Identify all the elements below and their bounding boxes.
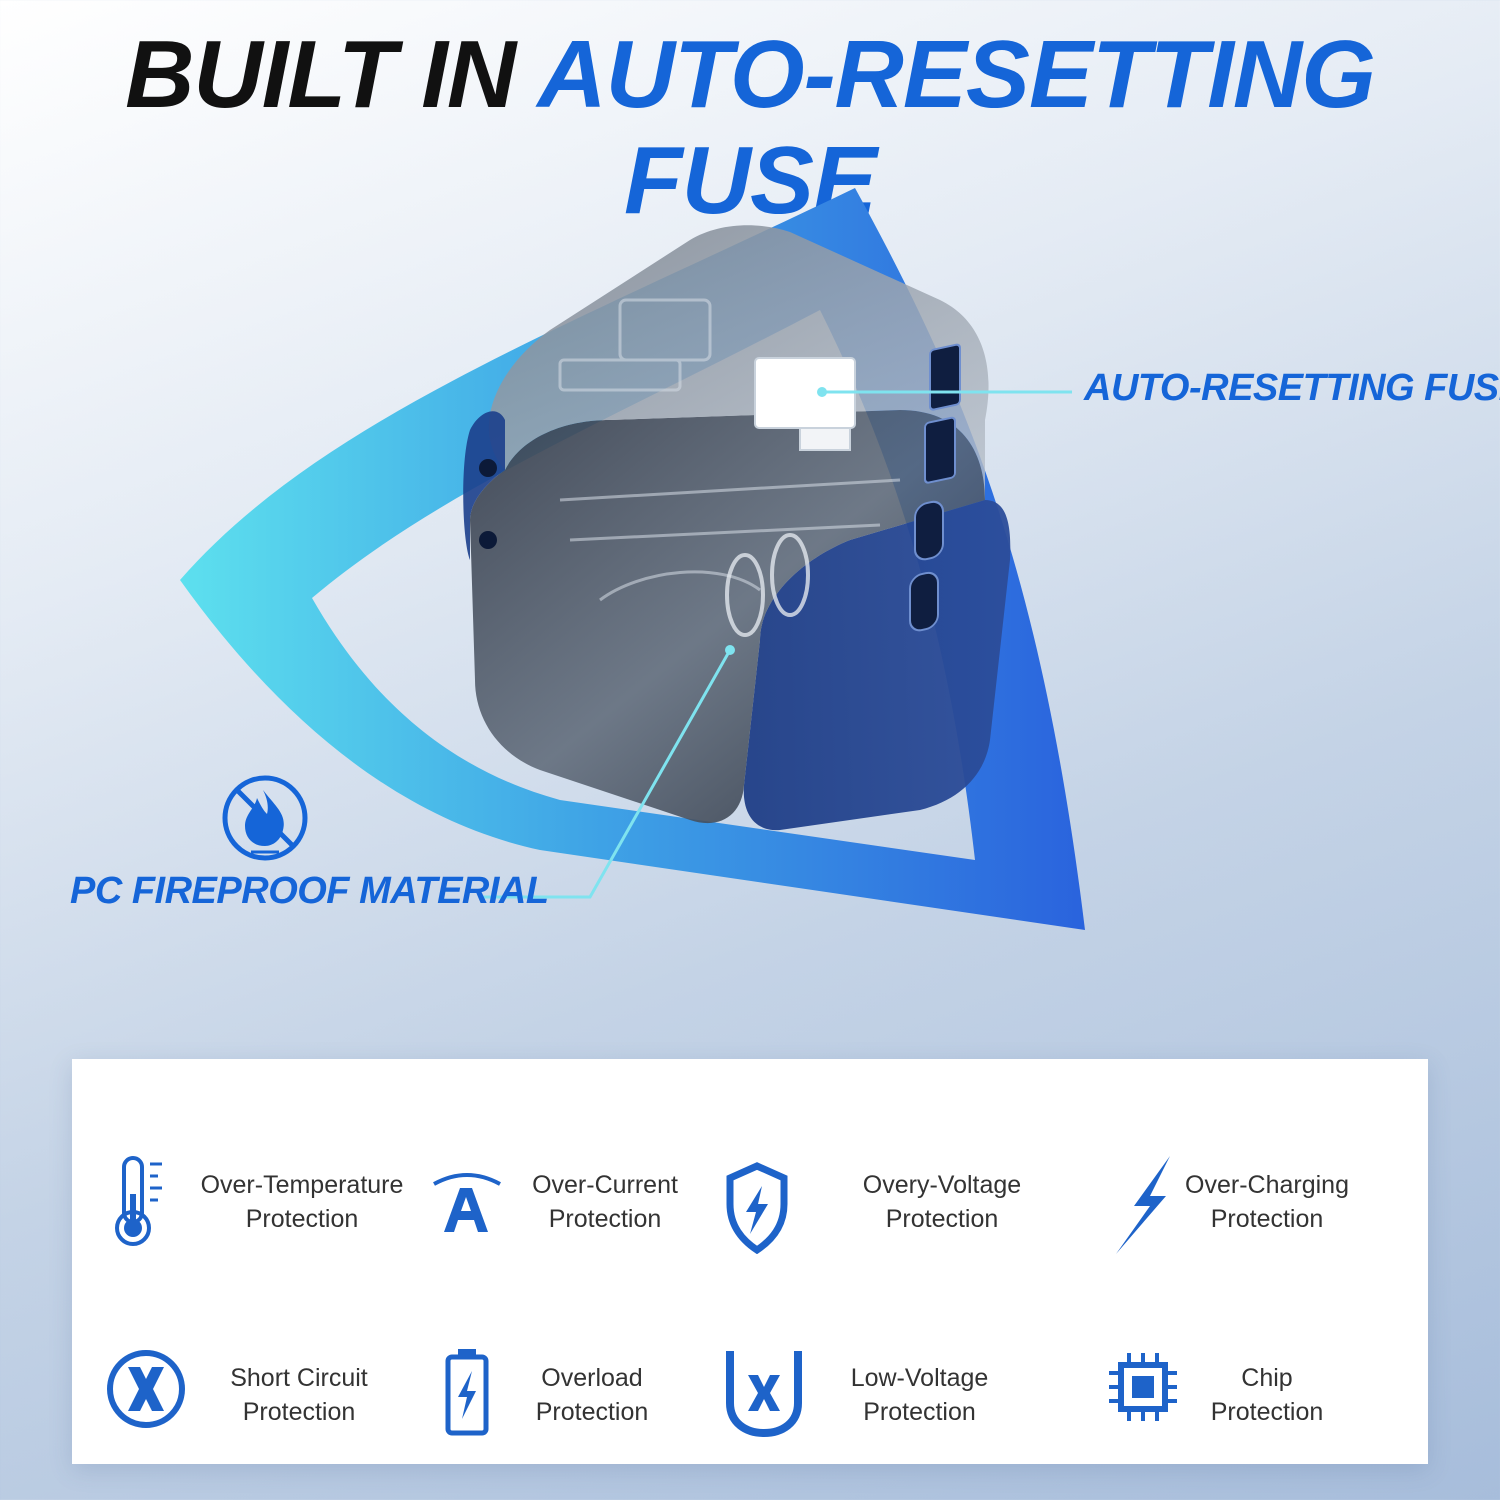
lightning-icon <box>1116 1156 1170 1254</box>
feature-chip: Chip Protection <box>1107 1351 1437 1461</box>
feature-label: Overload Protection <box>535 1364 649 1426</box>
adapter-right-face <box>743 500 1011 831</box>
material-callout-label: PC FIREPROOF MATERIAL <box>70 870 549 912</box>
thermometer-icon <box>115 1156 162 1246</box>
fireproof-icon <box>222 775 308 861</box>
feature-low-voltage: Low-Voltage Protection <box>722 1347 1052 1457</box>
battery-bolt-icon <box>445 1349 489 1436</box>
feature-over-voltage: Overy-Voltage Protection <box>722 1154 1052 1264</box>
feature-label: Overy-Voltage Protection <box>862 1171 1022 1233</box>
feature-label: Chip Protection <box>1210 1364 1324 1426</box>
feature-label: Short Circuit Protection <box>230 1364 368 1426</box>
headline-part-2: AUTO-RESETTING FUSE <box>537 21 1376 234</box>
material-callout-line <box>480 649 732 899</box>
feature-label: Low-Voltage Protection <box>850 1364 989 1426</box>
page-headline: BUILT IN AUTO-RESETTING FUSE <box>0 22 1500 233</box>
feature-short-circuit: Short Circuit Protection <box>104 1347 434 1457</box>
feature-overload: Overload Protection <box>442 1347 772 1457</box>
circle-x-icon <box>107 1350 185 1428</box>
feature-over-temperature: Over-Temperature Protection <box>110 1154 440 1264</box>
feature-over-charging: Over-Charging Protection <box>1112 1154 1442 1264</box>
adapter-front-face <box>470 410 985 824</box>
shield-bolt-icon <box>726 1162 788 1254</box>
low-voltage-icon <box>726 1351 802 1437</box>
feature-label: Over-Current Protection <box>532 1171 678 1233</box>
protection-features-panel: Over-Temperature Protection Over-Current… <box>72 1059 1428 1464</box>
adapter-left-face <box>463 411 505 560</box>
fuse-callout-label: AUTO-RESETTING FUSE <box>1084 367 1500 409</box>
chip-icon <box>1109 1353 1177 1421</box>
ampere-icon <box>433 1173 501 1232</box>
adapter-top-face <box>488 225 989 500</box>
feature-label: Over-Charging Protection <box>1185 1171 1349 1233</box>
feature-label: Over-Temperature Protection <box>200 1171 404 1233</box>
feature-over-current: Over-Current Protection <box>430 1154 760 1264</box>
product-hero-illustration <box>180 188 1085 930</box>
headline-part-1: BUILT IN <box>125 21 516 128</box>
